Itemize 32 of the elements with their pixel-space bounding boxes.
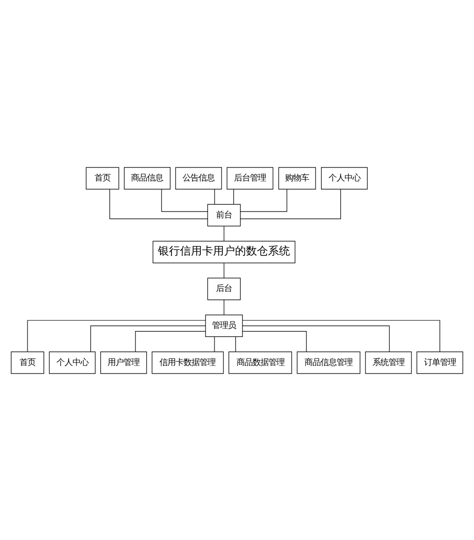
node-box: 个人中心 [321, 166, 368, 189]
connector [235, 336, 236, 352]
node-box: 管理员 [205, 314, 243, 336]
node-box: 用户管理 [100, 351, 147, 374]
node-box: 系统管理 [365, 351, 412, 374]
node-box: 商品信息 [124, 166, 170, 189]
connector [240, 188, 341, 219]
node-box: 个人中心 [48, 351, 96, 374]
node-box: 后台 [207, 277, 241, 300]
connector [109, 188, 208, 219]
node-box: 购物车 [278, 166, 316, 189]
node-box: 商品数据管理 [228, 351, 292, 374]
node-box: 信用卡数据管理 [152, 351, 224, 374]
connector [240, 188, 288, 212]
connector [214, 188, 215, 204]
node-box: 公告信息 [175, 166, 222, 189]
node-box: 首页 [86, 166, 120, 189]
connector [135, 330, 206, 352]
node-box: 后台管理 [226, 166, 274, 189]
connector [161, 188, 208, 212]
connector [233, 188, 234, 204]
connector [27, 320, 206, 352]
node-box: 首页 [10, 351, 44, 374]
connector [90, 325, 206, 352]
node-box: 银行信用卡用户的数仓系统 [152, 240, 296, 263]
connector [242, 325, 390, 352]
node-box: 商品信息管理 [296, 351, 360, 374]
connector [242, 320, 440, 352]
connector [242, 330, 307, 352]
node-box: 订单管理 [416, 351, 464, 374]
node-box: 前台 [207, 204, 241, 226]
connector [214, 336, 215, 352]
